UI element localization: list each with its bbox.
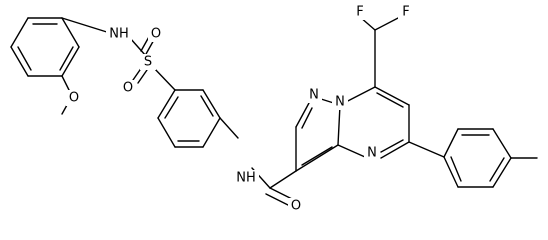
- svg-text:N: N: [367, 146, 377, 161]
- structure-diagram: F F NH S O O N N N O NH O: [10, 4, 538, 214]
- amide-linkage: [219, 117, 297, 208]
- svg-text:O: O: [151, 27, 161, 42]
- methoxyphenyl-ring: [10, 17, 80, 77]
- atom-label-o-sulfonyl-bottom: O: [120, 80, 136, 96]
- sulfonamide-linkage: [61, 17, 176, 91]
- tolyl-ring: [408, 128, 538, 188]
- atom-label-o-methoxy: O: [66, 90, 82, 106]
- atom-label-s-sulfonyl: S: [140, 54, 156, 70]
- svg-text:NH: NH: [236, 171, 256, 186]
- atom-label-n-pyrazole-2: N: [332, 94, 348, 110]
- atom-label-o-carbonyl: O: [288, 198, 304, 214]
- atom-label-o-sulfonyl-top: O: [148, 26, 164, 42]
- pyrimidine-ring: [337, 86, 410, 159]
- svg-text:NH: NH: [109, 27, 129, 42]
- svg-text:O: O: [123, 81, 133, 96]
- svg-text:N: N: [335, 95, 345, 110]
- central-phenyl-ring: [157, 89, 221, 148]
- svg-text:F: F: [402, 5, 409, 20]
- svg-text:O: O: [291, 199, 301, 214]
- svg-text:S: S: [144, 55, 152, 70]
- atom-label-f-left: F: [352, 4, 368, 20]
- svg-text:F: F: [356, 5, 363, 20]
- molecule-canvas: F F NH S O O N N N O NH O: [10, 4, 538, 214]
- atom-label-n-pyrimidine: N: [364, 145, 380, 161]
- atom-label-nh-sulfonamide: NH: [106, 26, 132, 42]
- svg-text:N: N: [309, 88, 319, 103]
- atom-label-n-pyrazole-1: N: [306, 87, 322, 103]
- difluoromethyl-group: [359, 16, 401, 88]
- atom-label-nh-amide: NH: [233, 170, 259, 186]
- svg-text:O: O: [69, 91, 79, 106]
- atom-label-f-right: F: [398, 4, 414, 20]
